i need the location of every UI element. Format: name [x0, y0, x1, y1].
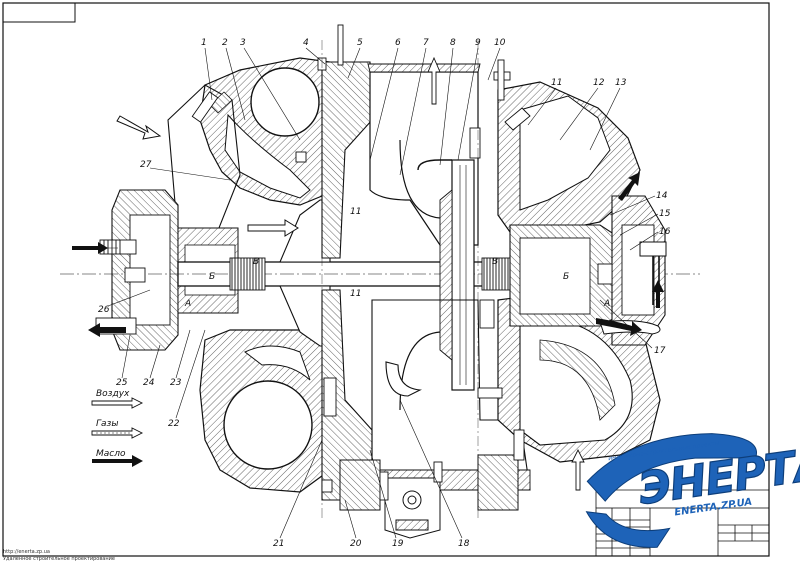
- sheet-frame: [2, 2, 770, 557]
- part-label-10: 10: [494, 38, 506, 48]
- part-label-9: 9: [475, 38, 481, 48]
- part-label-24: 24: [143, 378, 155, 388]
- flow-legend: Воздух Газы Масло: [91, 389, 144, 467]
- part-label-8: 8: [450, 38, 456, 48]
- flow-arrows: [72, 56, 664, 491]
- part-label-17: 17: [654, 346, 666, 356]
- nozzle-passage-lower: [399, 331, 441, 411]
- center-housing: [321, 61, 373, 259]
- part-label-19: 19: [392, 539, 404, 549]
- turbine-disc: [451, 159, 475, 391]
- inner-label: 11: [350, 207, 361, 217]
- compressor-volute-lower: [223, 380, 313, 470]
- section-mark: A: [603, 299, 610, 309]
- legend-label-gas: Газы: [96, 419, 118, 429]
- section-mark: Б: [209, 272, 215, 282]
- part-label-13: 13: [615, 78, 627, 88]
- compressor-volute-upper: [250, 67, 320, 137]
- part-label-15: 15: [659, 209, 671, 219]
- footer-link: http://enerta.zp.ua: [3, 549, 50, 555]
- oil-flow-arrow-in: [72, 242, 108, 254]
- turbocharger-section: [60, 24, 700, 539]
- part-label-25: 25: [116, 378, 128, 388]
- part-label-11: 11: [551, 78, 562, 88]
- air-flow-arrow-internal: [247, 219, 299, 237]
- flange-bolts: [124, 24, 613, 501]
- part-label-20: 20: [350, 539, 362, 549]
- mounting-foot: [339, 454, 519, 539]
- part-label-2: 2: [222, 38, 228, 48]
- inner-label: 11: [350, 289, 361, 299]
- part-label-14: 14: [656, 191, 668, 201]
- part-label-6: 6: [395, 38, 401, 48]
- logo-swoosh: [586, 433, 758, 502]
- leader-lines: [107, 47, 659, 539]
- part-number-labels: 1 2 3 4 5 6 7 8 9 10 11 12 13 14 15 16 1…: [98, 38, 671, 549]
- legend-oil-arrow: [92, 455, 143, 467]
- legend-air-arrow: [91, 397, 144, 409]
- part-label-12: 12: [593, 78, 605, 88]
- part-label-16: 16: [659, 227, 671, 237]
- part-label-23: 23: [170, 378, 182, 388]
- nozzle-passage-upper: [399, 139, 441, 219]
- part-label-22: 22: [168, 419, 180, 429]
- part-label-5: 5: [357, 38, 363, 48]
- part-label-27: 27: [140, 160, 152, 170]
- section-mark: A: [184, 299, 191, 309]
- part-label-3: 3: [240, 38, 246, 48]
- part-label-4: 4: [303, 38, 309, 48]
- section-mark: Б: [563, 272, 569, 282]
- oil-flow-arrow-right: [596, 318, 642, 336]
- gas-flow-arrow-up: [427, 56, 441, 105]
- legend-label-oil: Масло: [96, 449, 126, 459]
- section-mark: B: [492, 257, 498, 267]
- air-flow-arrow-inlet: [116, 115, 162, 140]
- part-label-1: 1: [201, 38, 207, 48]
- part-label-18: 18: [458, 539, 470, 549]
- part-label-26: 26: [98, 305, 110, 315]
- part-label-21: 21: [273, 539, 284, 549]
- oil-flow-arrow-out: [88, 323, 126, 337]
- section-mark: B: [253, 257, 259, 267]
- legend-label-air: Воздух: [96, 389, 130, 399]
- footer-caption: Удаленное строительное проектирование: [3, 556, 115, 562]
- section-marks: A Б Б B B A 11 11: [184, 207, 610, 309]
- part-label-7: 7: [423, 38, 429, 48]
- gas-flow-arrow-lower: [571, 448, 585, 491]
